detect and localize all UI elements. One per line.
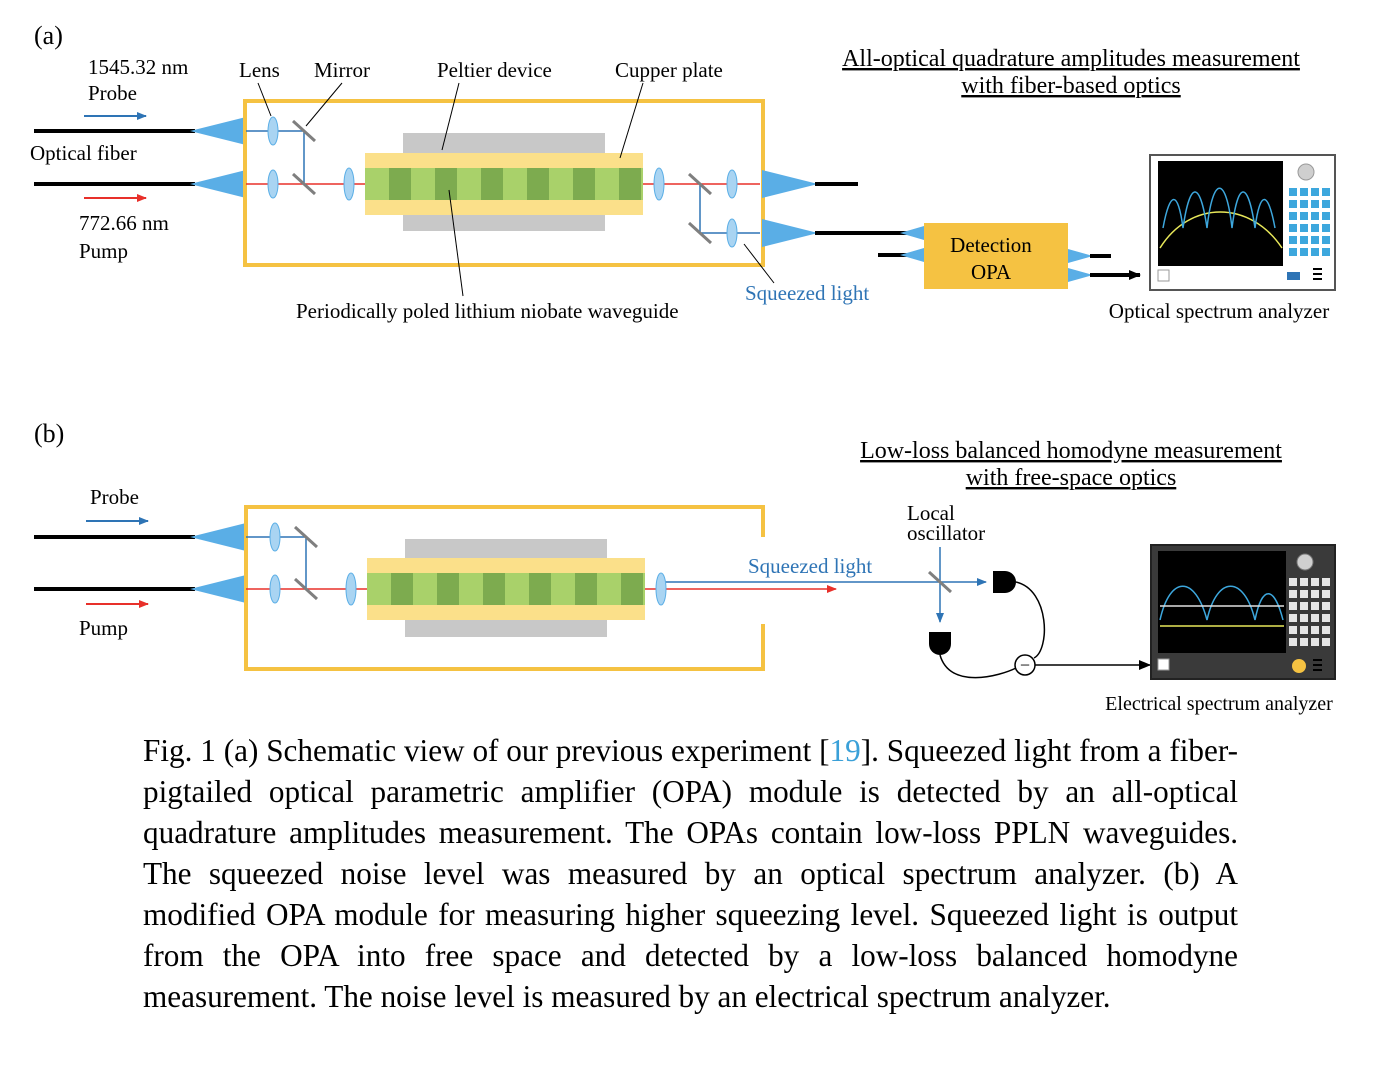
probe-collimator-icon	[190, 117, 246, 145]
setup-diagram: (a) All-optical quadrature amplitudes me…	[30, 21, 1336, 715]
lens-icon	[269, 574, 281, 604]
reference-link[interactable]: 19	[829, 733, 861, 768]
panel-a-title-line1: All-optical quadrature amplitudes measur…	[842, 46, 1300, 72]
vent-icon	[1313, 268, 1322, 280]
optical-spectrum-analyzer	[1149, 154, 1336, 291]
lens-icon	[343, 167, 355, 201]
lens-icon	[267, 116, 279, 146]
detection-output-collimator-icon	[1068, 268, 1093, 282]
detection-collimator-icon	[900, 226, 924, 240]
power-switch-icon	[1157, 269, 1170, 282]
keypad	[1289, 188, 1330, 256]
caption-text-end: ]. Squeezed light from a fiber-pigtailed…	[143, 733, 1238, 1014]
analyzer-screen	[1158, 161, 1283, 266]
squeezed-light-label: Squeezed light	[745, 281, 869, 305]
opa-housing-b	[244, 505, 765, 671]
spectrum-envelope-trace	[1159, 211, 1283, 249]
detection-collimator-icon	[900, 248, 924, 262]
beam-paths-b	[246, 536, 987, 623]
spectrum-peaks-trace	[1162, 187, 1276, 229]
lens-icon	[655, 572, 667, 606]
mirror-icon	[291, 172, 317, 196]
panel-a-tag: (a)	[34, 21, 63, 50]
detection-opa-box	[924, 223, 1068, 289]
lens-icon	[653, 167, 665, 201]
analyzer-screen-b	[1158, 551, 1286, 653]
peltier-label: Peltier device	[437, 58, 552, 82]
detection-opa-line2: OPA	[971, 260, 1012, 284]
lens-icon	[267, 169, 279, 199]
vent-icon	[1313, 659, 1322, 671]
mirror-icon	[291, 119, 317, 143]
optical-fiber-label: Optical fiber	[30, 141, 137, 165]
knob-icon	[1297, 163, 1315, 181]
probe-label: Probe	[88, 81, 137, 105]
lens-icon	[269, 522, 281, 552]
ppln-waveguide	[365, 168, 643, 200]
keypad-b	[1289, 578, 1330, 646]
panel-b-title-line1: Low-loss balanced homodyne measurement	[860, 438, 1282, 464]
lens-label: Lens	[239, 58, 280, 82]
panel-b: (b) Low-loss balanced homodyne measureme…	[34, 419, 1336, 715]
detection-opa-line1: Detection	[950, 233, 1032, 257]
knob-icon	[1296, 553, 1314, 571]
indicator-icon	[1292, 659, 1306, 673]
electrical-analyzer-label: Electrical spectrum analyzer	[1105, 693, 1333, 715]
lens-icon	[726, 169, 738, 199]
optical-analyzer-label: Optical spectrum analyzer	[1109, 299, 1329, 323]
mirror-icon	[687, 172, 713, 196]
mirror-icon	[293, 525, 319, 549]
pump-wavelength-label: 772.66 nm	[79, 211, 169, 235]
squeezed-light-label-b: Squeezed light	[748, 554, 872, 578]
caption-text-start: Fig. 1 (a) Schematic view of our previou…	[143, 733, 830, 768]
mirror-icon	[687, 221, 713, 245]
local-oscillator-line1: Local	[907, 501, 955, 525]
photodetector-icon	[929, 632, 951, 655]
pump-label-b: Pump	[79, 616, 128, 640]
local-oscillator-line2: oscillator	[907, 521, 985, 545]
probe-wavelength-label: 1545.32 nm	[88, 55, 188, 79]
panel-b-title-line2: with free-space optics	[966, 465, 1177, 491]
waveguide-label: Periodically poled lithium niobate waveg…	[296, 299, 679, 323]
detector-wire	[939, 654, 1017, 679]
noise-spectrum-trace	[1159, 585, 1284, 621]
mirror-icon	[293, 577, 319, 601]
figure-caption: Fig. 1 (a) Schematic view of our previou…	[143, 730, 1238, 1017]
photodetector-icon	[993, 571, 1016, 593]
detector-wire	[1015, 581, 1045, 659]
output-collimator-icon	[762, 170, 818, 198]
output-collimator-icon	[762, 219, 818, 247]
lens-icon	[726, 218, 738, 248]
pump-label: Pump	[79, 239, 128, 263]
ppln-waveguide-b	[367, 573, 645, 605]
lens-icon	[345, 572, 357, 606]
subtractor-symbol: −	[1020, 655, 1030, 675]
probe-collimator-icon-b	[190, 523, 246, 551]
panel-b-tag: (b)	[34, 419, 64, 448]
indicator-icon	[1287, 272, 1300, 280]
electrical-spectrum-analyzer	[1150, 544, 1336, 680]
probe-label-b: Probe	[90, 485, 139, 509]
beam-splitter-icon	[927, 570, 953, 594]
panel-a-title-line2: with fiber-based optics	[961, 73, 1180, 99]
pump-collimator-icon-b	[190, 575, 246, 603]
power-switch-icon	[1157, 658, 1170, 671]
panel-a: (a) All-optical quadrature amplitudes me…	[30, 21, 1336, 323]
detection-output-collimator-icon	[1068, 249, 1093, 263]
cupper-plate-label: Cupper plate	[615, 58, 723, 82]
pump-collimator-icon	[190, 170, 246, 198]
mirror-label: Mirror	[314, 58, 370, 82]
